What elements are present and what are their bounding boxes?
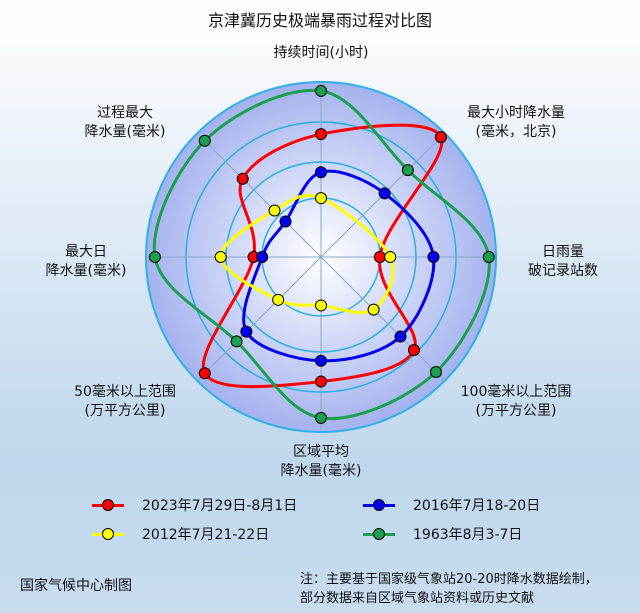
- legend-marker-icon: [92, 499, 124, 511]
- data-point-1-5: [240, 325, 253, 338]
- data-point-0-2: [373, 251, 386, 263]
- data-point-2-5: [272, 293, 285, 306]
- data-point-1-6: [256, 251, 269, 263]
- data-point-2-4: [315, 299, 327, 312]
- axis-label-duration: 持续时间(小时): [273, 45, 369, 61]
- chart-title: 京津冀历史极端暴雨过程对比图: [207, 11, 432, 30]
- data-point-0-3: [407, 343, 420, 356]
- data-point-3-1: [401, 164, 414, 177]
- data-point-2-7: [268, 204, 281, 217]
- data-point-2-6: [214, 251, 227, 263]
- data-point-1-0: [315, 166, 327, 179]
- data-point-0-0: [315, 128, 327, 141]
- data-point-3-4: [315, 411, 327, 424]
- data-point-2-3: [367, 303, 380, 316]
- axis-label-50mm-area: 50毫米以上范围(万平方公里): [74, 384, 176, 419]
- data-point-3-2: [482, 251, 495, 263]
- legend-item-2016: 2016年7月18-20日: [363, 495, 540, 515]
- data-point-0-4: [315, 375, 327, 388]
- data-point-1-4: [315, 354, 327, 367]
- data-point-1-1: [378, 187, 391, 200]
- note-line-2: 部分数据来自区域气象站资料或历史文献: [300, 591, 535, 606]
- axis-label-process-max: 过程最大降水量(毫米): [84, 105, 166, 140]
- legend-marker-icon: [92, 528, 124, 540]
- legend-marker-icon: [363, 499, 395, 511]
- legend-item-2012: 2012年7月21-22日: [92, 524, 269, 544]
- data-point-1-3: [394, 330, 407, 343]
- data-point-2-0: [315, 192, 327, 205]
- data-point-2-2: [384, 251, 397, 263]
- data-point-3-7: [198, 134, 211, 147]
- data-point-0-1: [434, 131, 447, 144]
- axis-label-record-stations: 日雨量破记录站数: [528, 244, 598, 279]
- axis-label-max-hourly: 最大小时降水量(毫米，北京): [467, 105, 565, 140]
- data-point-1-7: [279, 215, 292, 228]
- legend-marker-icon: [363, 528, 395, 540]
- data-point-0-5: [198, 367, 211, 380]
- axis-label-100mm-area: 100毫米以上范围(万平方公里): [460, 384, 572, 419]
- data-point-3-3: [429, 365, 442, 378]
- data-point-1-2: [427, 251, 440, 263]
- axis-line: [198, 134, 322, 258]
- data-point-3-5: [230, 335, 243, 348]
- note-line-1: 注：主要基于国家级气象站20-20时降水数据绘制，: [300, 572, 598, 587]
- axis-label-max-daily: 最大日降水量(毫米): [45, 244, 127, 279]
- legend-item-1963: 1963年8月3-7日: [363, 524, 522, 544]
- data-point-3-6: [148, 251, 161, 263]
- legend-item-2023: 2023年7月29日-8月1日: [92, 495, 297, 515]
- axis-label-regional-mean: 区域平均降水量(毫米): [280, 444, 362, 479]
- credit-text: 国家气候中心制图: [20, 578, 132, 594]
- axis-line: [320, 256, 444, 380]
- data-point-0-7: [236, 172, 249, 185]
- axis-line: [198, 256, 322, 380]
- data-point-3-0: [315, 84, 327, 97]
